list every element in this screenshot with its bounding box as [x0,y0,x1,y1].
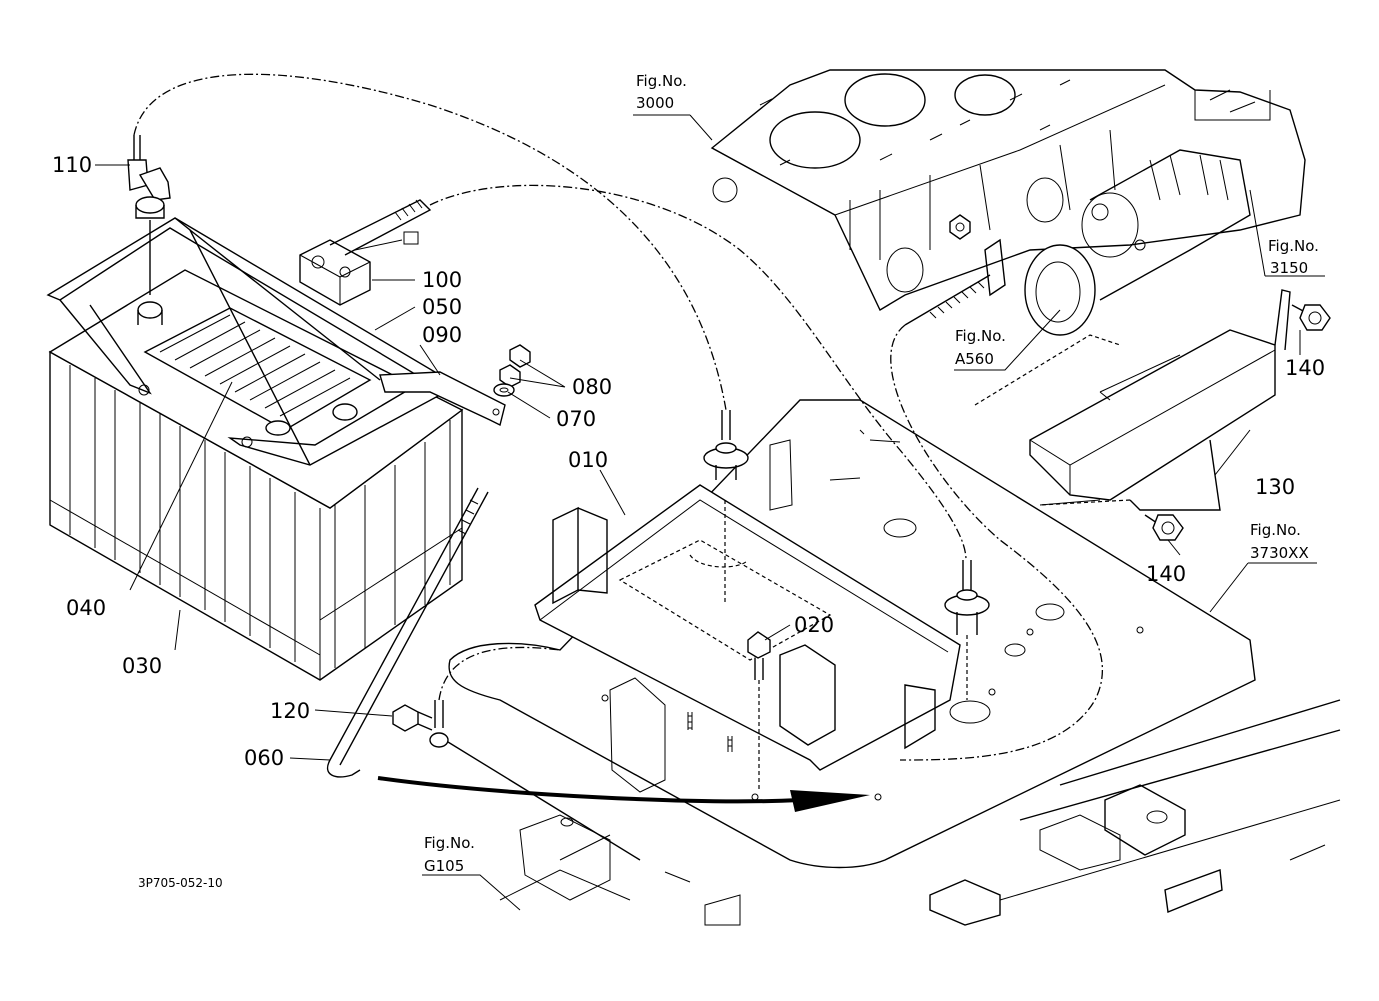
earth-lug-drawing [429,700,641,861]
terminal-100-drawing [299,199,432,306]
fig-ref-g105-number: G105 [424,857,464,875]
springs-drawing [687,712,733,752]
label-010: 010 [568,448,608,472]
label-130: 130 [1255,475,1295,499]
label-020: 020 [794,613,834,637]
label-100: 100 [422,268,462,292]
fig-ref-3000-number: 3000 [636,94,674,112]
bolt-140-upper-drawing [1291,304,1331,331]
fig-ref-3000-title: Fig.No. [636,72,687,90]
figure-references: Fig.No. 3000 Fig.No. 3150 Fig.No. A560 F… [424,72,1319,875]
direction-arrow-drawing [377,776,870,812]
part-number-labels: 110 100 050 090 080 070 010 020 040 030 … [52,153,1325,770]
battery-cables-drawing [133,73,1104,761]
drawing-code: 3P705-052-10 [138,876,223,890]
grommet-right-drawing [944,560,990,700]
battery-tray-010-drawing [534,484,961,771]
label-120: 120 [270,699,310,723]
floor-plate-drawing [448,399,1256,869]
engine-block-drawing [710,69,1306,311]
battery-holder-050-drawing [46,217,441,466]
label-030: 030 [122,654,162,678]
fig-ref-g105-title: Fig.No. [424,834,475,852]
label-060: 060 [244,746,284,770]
label-070: 070 [556,407,596,431]
bolt-020-drawing [747,631,771,790]
terminal-110-drawing [127,135,171,295]
leader-lines [95,114,1325,911]
label-040: 040 [66,596,106,620]
label-050: 050 [422,295,462,319]
fig-ref-a560-title: Fig.No. [955,327,1006,345]
nut-080-washer-070-drawing [493,344,531,397]
grommet-left-drawing [703,410,749,480]
label-140-lower: 140 [1146,562,1186,586]
battery-top-040-drawing [137,301,372,436]
fig-ref-3730xx-number: 3730XX [1250,544,1309,562]
rod-090-drawing [379,371,506,427]
fig-ref-3730xx-title: Fig.No. [1250,521,1301,539]
fig-ref-a560-number: A560 [955,350,994,368]
starter-stud-drawing [904,214,1006,326]
fig-ref-3150-number: 3150 [1270,259,1308,277]
label-090: 090 [422,323,462,347]
cover-130-drawing [974,289,1291,511]
starter-motor-drawing [1024,149,1251,336]
label-110: 110 [52,153,92,177]
bolt-140-lower-drawing [1144,514,1184,541]
frame-rails-drawing [499,699,1341,926]
fig-ref-3150-title: Fig.No. [1268,237,1319,255]
label-140-upper: 140 [1285,356,1325,380]
bolt-120-drawing [392,704,433,732]
label-080: 080 [572,375,612,399]
